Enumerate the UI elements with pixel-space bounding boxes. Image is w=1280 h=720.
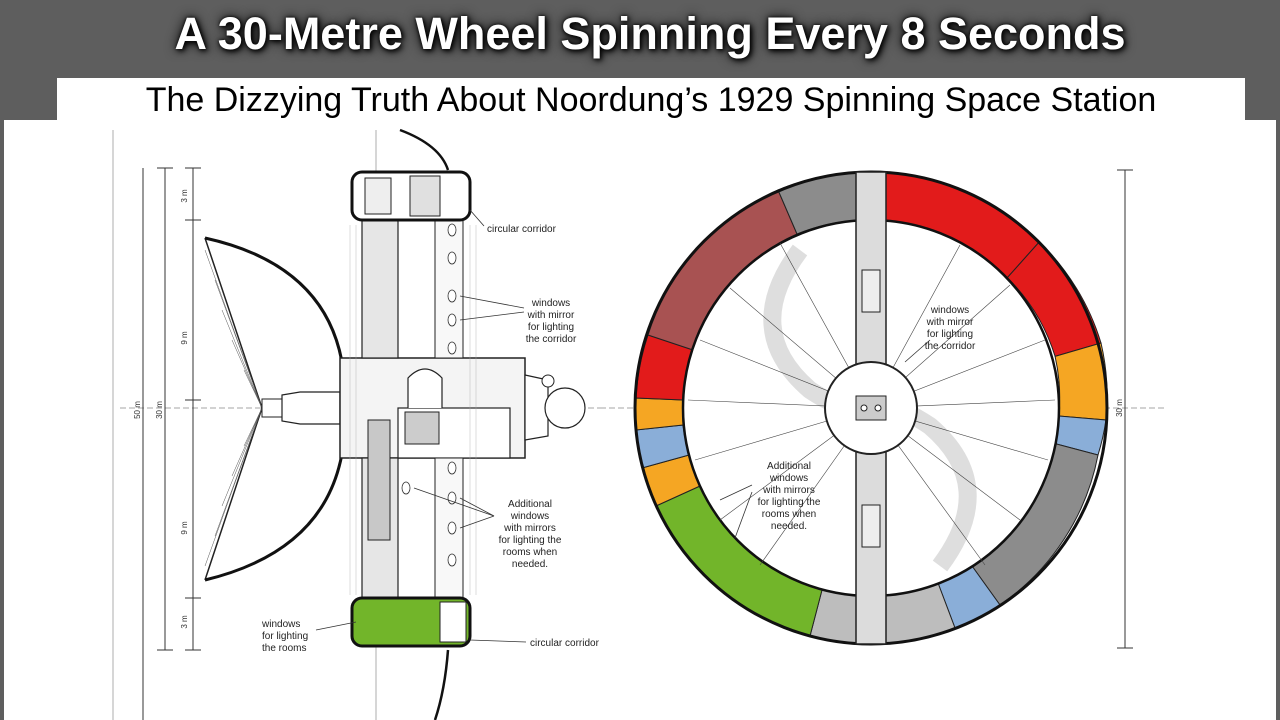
label-line: with mirror: [527, 310, 575, 321]
dim-overall-50m: 50 m: [133, 401, 142, 419]
space-station-diagram: circular corridor windows with mirror fo…: [112, 128, 1165, 720]
label-line: the corridor: [925, 341, 976, 352]
label-line: needed.: [771, 521, 807, 532]
page-subtitle: The Dizzying Truth About Noordung’s 1929…: [145, 81, 1157, 119]
label-line: the corridor: [526, 334, 577, 345]
label-line: for lighting the: [758, 497, 821, 508]
label-windows-with-mirror-right: windows with mirror for lighting the cor…: [925, 305, 976, 352]
front-view-wheel: [600, 169, 1165, 649]
label-line: windows: [531, 298, 570, 309]
label-line: with mirrors: [503, 523, 556, 534]
dim-top-3m: 3 m: [180, 189, 189, 203]
label-line: the rooms: [262, 643, 306, 654]
label-line: needed.: [512, 559, 548, 570]
frame-right-edge: [1276, 120, 1280, 720]
label-line: windows: [261, 619, 300, 630]
label-line: with mirrors: [762, 485, 815, 496]
label-line: for lighting: [528, 322, 574, 333]
dim-total-30m-left: 30 m: [155, 401, 164, 419]
label-circular-corridor-top: circular corridor: [487, 224, 557, 235]
dim-upper-9m: 9 m: [180, 331, 189, 345]
label-additional-windows-left: Additional windows with mirrors for ligh…: [499, 499, 562, 570]
label-line: windows: [510, 511, 549, 522]
label-line: rooms when: [762, 509, 816, 520]
dim-bottom-3m: 3 m: [180, 615, 189, 629]
dim-lower-9m: 9 m: [180, 521, 189, 535]
dim-total-30m-right: 30 m: [1115, 399, 1124, 417]
side-view: [112, 128, 600, 720]
page-title: A 30-Metre Wheel Spinning Every 8 Second…: [174, 8, 1126, 59]
label-line: windows: [769, 473, 808, 484]
subtitle-box: The Dizzying Truth About Noordung’s 1929…: [57, 78, 1245, 122]
label-circular-corridor-bottom: circular corridor: [530, 638, 600, 649]
label-line: Additional: [767, 461, 811, 472]
label-line: Additional: [508, 499, 552, 510]
label-windows-for-rooms: windows for lighting the rooms: [261, 619, 308, 654]
label-windows-with-mirror-left: windows with mirror for lighting the cor…: [526, 298, 577, 345]
label-additional-windows-right: Additional windows with mirrors for ligh…: [758, 461, 821, 532]
label-line: for lighting: [262, 631, 308, 642]
label-line: with mirror: [926, 317, 974, 328]
label-line: windows: [930, 305, 969, 316]
frame-left-edge: [0, 120, 4, 720]
label-line: rooms when: [503, 547, 557, 558]
label-line: for lighting the: [499, 535, 562, 546]
label-line: for lighting: [927, 329, 973, 340]
